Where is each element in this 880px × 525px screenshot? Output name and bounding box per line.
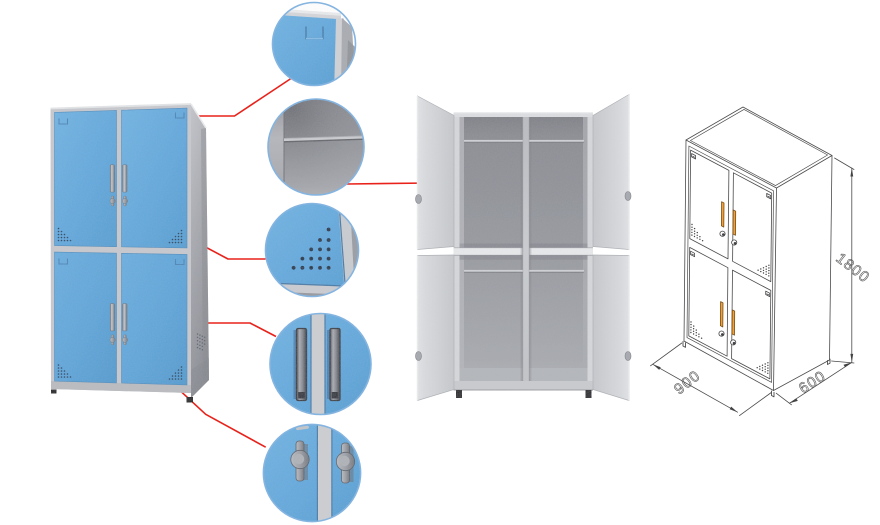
door-latches — [58, 112, 185, 266]
open-cabinet-view — [415, 93, 632, 401]
cam-lock-left — [290, 440, 310, 482]
callout-circles — [262, 1, 372, 523]
handle-upper-right — [122, 164, 128, 193]
drawing-door — [689, 149, 730, 260]
cabinet-foot — [186, 397, 193, 403]
door-edge-highlights — [416, 94, 630, 401]
drawing-door — [688, 247, 729, 357]
closed-cabinet-view — [50, 103, 209, 403]
open-door-upper-right — [592, 93, 630, 250]
open-door-lower-right — [592, 254, 630, 401]
leader-line-4 — [197, 322, 277, 338]
cabinet-top-edge-highlight — [50, 103, 192, 110]
open-cabinet-foot — [456, 390, 462, 398]
handle-lower-right — [122, 303, 128, 332]
lock-upper-left — [109, 195, 116, 207]
cam-lock-right — [335, 442, 356, 484]
callout-handle-detail — [269, 312, 372, 416]
drawing-door — [731, 269, 772, 380]
dimension-line-depth — [789, 361, 853, 404]
extension-line — [739, 392, 772, 417]
door-locks — [109, 195, 128, 346]
dimension-line-width — [652, 363, 738, 413]
door-upper-left — [54, 110, 117, 248]
open-cabinet-base — [453, 381, 593, 390]
callout-interior-rod-detail — [267, 98, 365, 196]
open-door-knobs — [415, 191, 632, 361]
rod-upper-right — [529, 139, 584, 143]
door-upper-right — [121, 107, 188, 249]
cabinet-side-bottom-shade — [191, 358, 209, 398]
door-lower-right — [121, 252, 188, 386]
open-door-upper-left — [417, 95, 455, 250]
rod-upper-left — [464, 139, 523, 143]
latch-icon — [174, 112, 185, 119]
dimension-lines — [650, 157, 855, 417]
handle-lower-left — [109, 303, 115, 332]
callout-top-corner-detail — [271, 1, 357, 87]
handle-upper-left — [109, 164, 115, 193]
drawing-locks — [718, 230, 738, 346]
latch-icon — [174, 259, 185, 266]
dimension-depth-label: 600 — [796, 367, 829, 397]
door-handles — [109, 164, 128, 332]
vent-lower-left — [57, 364, 72, 378]
center-divider — [520, 117, 532, 381]
door-lower-left — [54, 251, 117, 384]
dimension-height-label: 1800 — [833, 250, 874, 287]
open-cabinet-foot — [585, 390, 592, 398]
hanging-rods — [464, 139, 584, 273]
rod-lower-right — [529, 269, 584, 273]
cabinet-side-shade — [201, 128, 209, 384]
drawing-handles — [720, 201, 737, 336]
lock-lower-right — [122, 334, 128, 346]
callout-lock-detail — [262, 423, 362, 523]
extension-line — [831, 360, 855, 364]
extension-line — [775, 392, 792, 406]
open-doors — [417, 93, 630, 401]
open-cabinet-top-band — [453, 113, 593, 117]
vent-upper-right — [168, 229, 183, 244]
extension-line — [650, 342, 683, 367]
drawing-door — [732, 172, 773, 282]
vent-side-panel — [196, 333, 206, 351]
open-door-lower-left — [417, 254, 455, 401]
latch-icon — [58, 118, 69, 125]
door-vents — [57, 227, 206, 380]
drawing-feet — [682, 341, 831, 398]
rod-lower-left — [464, 269, 523, 273]
vent-lower-right — [168, 366, 183, 380]
drawing-outline — [685, 106, 833, 189]
drawing-latches — [690, 153, 772, 297]
cabinet-foot — [51, 389, 57, 394]
extension-line — [834, 157, 855, 170]
callout-vent-detail — [264, 202, 360, 298]
drawing-vents — [690, 223, 770, 374]
dimension-width-label: 900 — [671, 367, 704, 398]
cabinet-side-top-highlight — [190, 103, 207, 129]
vent-upper-left — [57, 227, 72, 242]
technical-drawing-view: 1800 900 600 — [650, 106, 874, 417]
leader-line-1 — [194, 75, 295, 117]
lock-lower-left — [109, 334, 116, 346]
latch-icon — [58, 258, 69, 265]
lock-upper-right — [122, 195, 128, 207]
